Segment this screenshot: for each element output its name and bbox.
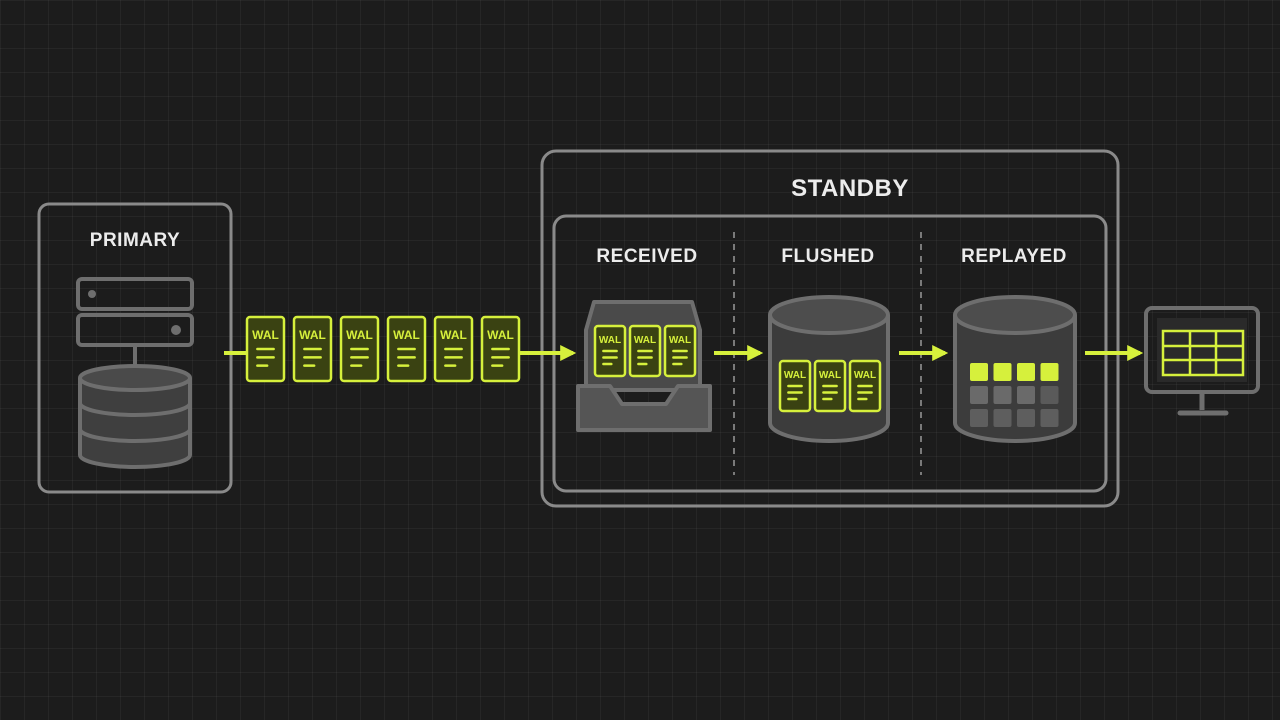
wal-document-icon: WAL: [339, 315, 380, 383]
replayed-grid: [970, 363, 1059, 427]
wal-document-icon: WAL: [245, 315, 286, 383]
grid-cell-applied: [1040, 363, 1059, 381]
grid-cell-pending: [1017, 386, 1035, 404]
grid-cell-pending: [970, 386, 988, 404]
wal-document-icon: WAL: [663, 324, 697, 378]
wal-label: WAL: [252, 328, 279, 342]
wal-label: WAL: [784, 370, 806, 381]
wal-label: WAL: [346, 328, 373, 342]
flushed-wal-group: WAL WAL WAL: [778, 359, 882, 413]
wal-document-icon: WAL: [433, 315, 474, 383]
grid-cell-pending: [993, 409, 1012, 427]
received-wal-group: WAL WAL WAL: [593, 324, 697, 378]
grid-cell-pending: [1017, 409, 1035, 427]
wal-document-icon: WAL: [480, 315, 521, 383]
stage-label-replayed: REPLAYED: [961, 246, 1067, 267]
wal-label: WAL: [854, 370, 876, 381]
grid-cell-applied: [993, 363, 1012, 381]
grid-cell-pending: [970, 409, 988, 427]
monitor-table-icon: [1144, 306, 1260, 416]
primary-panel: PRIMARY: [37, 202, 233, 494]
grid-cell-pending: [993, 386, 1012, 404]
wal-label: WAL: [819, 370, 841, 381]
wal-document-icon: WAL: [593, 324, 627, 378]
wal-document-icon: WAL: [292, 315, 333, 383]
wal-label: WAL: [299, 328, 326, 342]
wal-label: WAL: [634, 335, 656, 346]
server-database-icon: [76, 277, 194, 469]
wal-document-icon: WAL: [628, 324, 662, 378]
grid-cell-applied: [970, 363, 988, 381]
wal-document-icon: WAL: [778, 359, 812, 413]
wal-label: WAL: [393, 328, 420, 342]
stage-label-received: RECEIVED: [596, 246, 697, 267]
wal-document-icon: WAL: [813, 359, 847, 413]
grid-cell-pending: [1040, 409, 1059, 427]
wal-document-icon: WAL: [848, 359, 882, 413]
wal-label: WAL: [487, 328, 514, 342]
stage-label-flushed: FLUSHED: [781, 246, 874, 267]
primary-label: PRIMARY: [90, 230, 180, 251]
wal-document-icon: WAL: [386, 315, 427, 383]
wal-label: WAL: [440, 328, 467, 342]
grid-cell-applied: [1017, 363, 1035, 381]
wal-label: WAL: [669, 335, 691, 346]
standby-label: STANDBY: [791, 175, 909, 202]
wal-label: WAL: [599, 335, 621, 346]
grid-cell-pending: [1040, 386, 1059, 404]
inbox-tray-front: [576, 384, 712, 432]
wal-stream: WAL WAL WAL WAL WAL WAL: [245, 315, 521, 383]
